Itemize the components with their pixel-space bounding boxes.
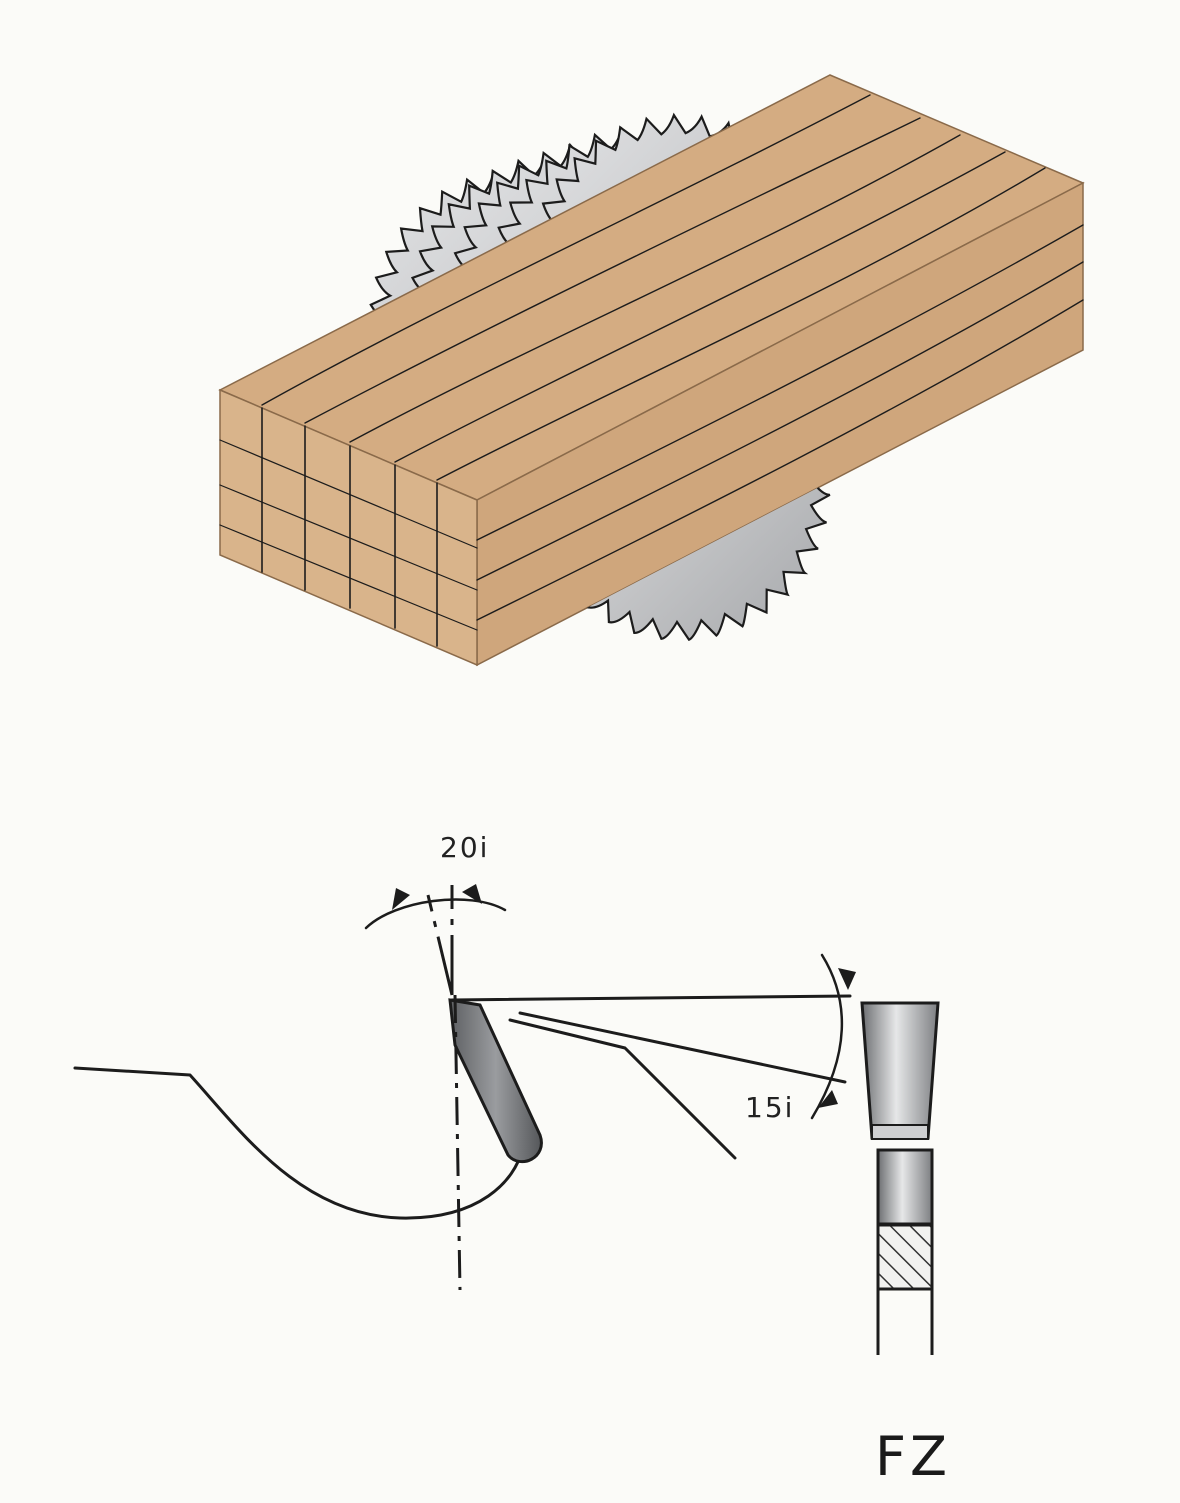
- rake-arrow-right: [462, 884, 482, 904]
- timber-kerfs: [261, 407, 438, 647]
- tooth-back-line: [508, 1018, 737, 1160]
- rake-line: [426, 894, 454, 996]
- tooth-side-profile: [860, 1001, 940, 1355]
- clearance-angle-arc: [810, 953, 844, 1120]
- tooth-geometry-diagram: 20i 15i FZ: [73, 831, 951, 1488]
- reference-line-top: [450, 994, 852, 1002]
- rake-angle-label: 20i: [440, 831, 489, 864]
- timber-grain: [261, 94, 1084, 621]
- clearance-arrow-bottom: [818, 1090, 838, 1108]
- timber-front-face: [219, 388, 478, 667]
- tooth-form-label: FZ: [875, 1425, 951, 1488]
- gullet-curve: [73, 1066, 524, 1220]
- tooth-back-line-inner: [518, 1011, 847, 1084]
- timber-front-grain: [219, 439, 478, 631]
- center-line: [453, 994, 462, 1291]
- tooth-tip: [448, 998, 543, 1164]
- clearance-arrow-top: [838, 968, 856, 990]
- clearance-angle-label: 15i: [745, 1091, 794, 1124]
- rake-angle-arc: [364, 898, 507, 930]
- gang-saw-illustration: [218, 74, 1085, 667]
- timber-block: [218, 74, 1085, 667]
- rake-arrow-left: [392, 888, 410, 910]
